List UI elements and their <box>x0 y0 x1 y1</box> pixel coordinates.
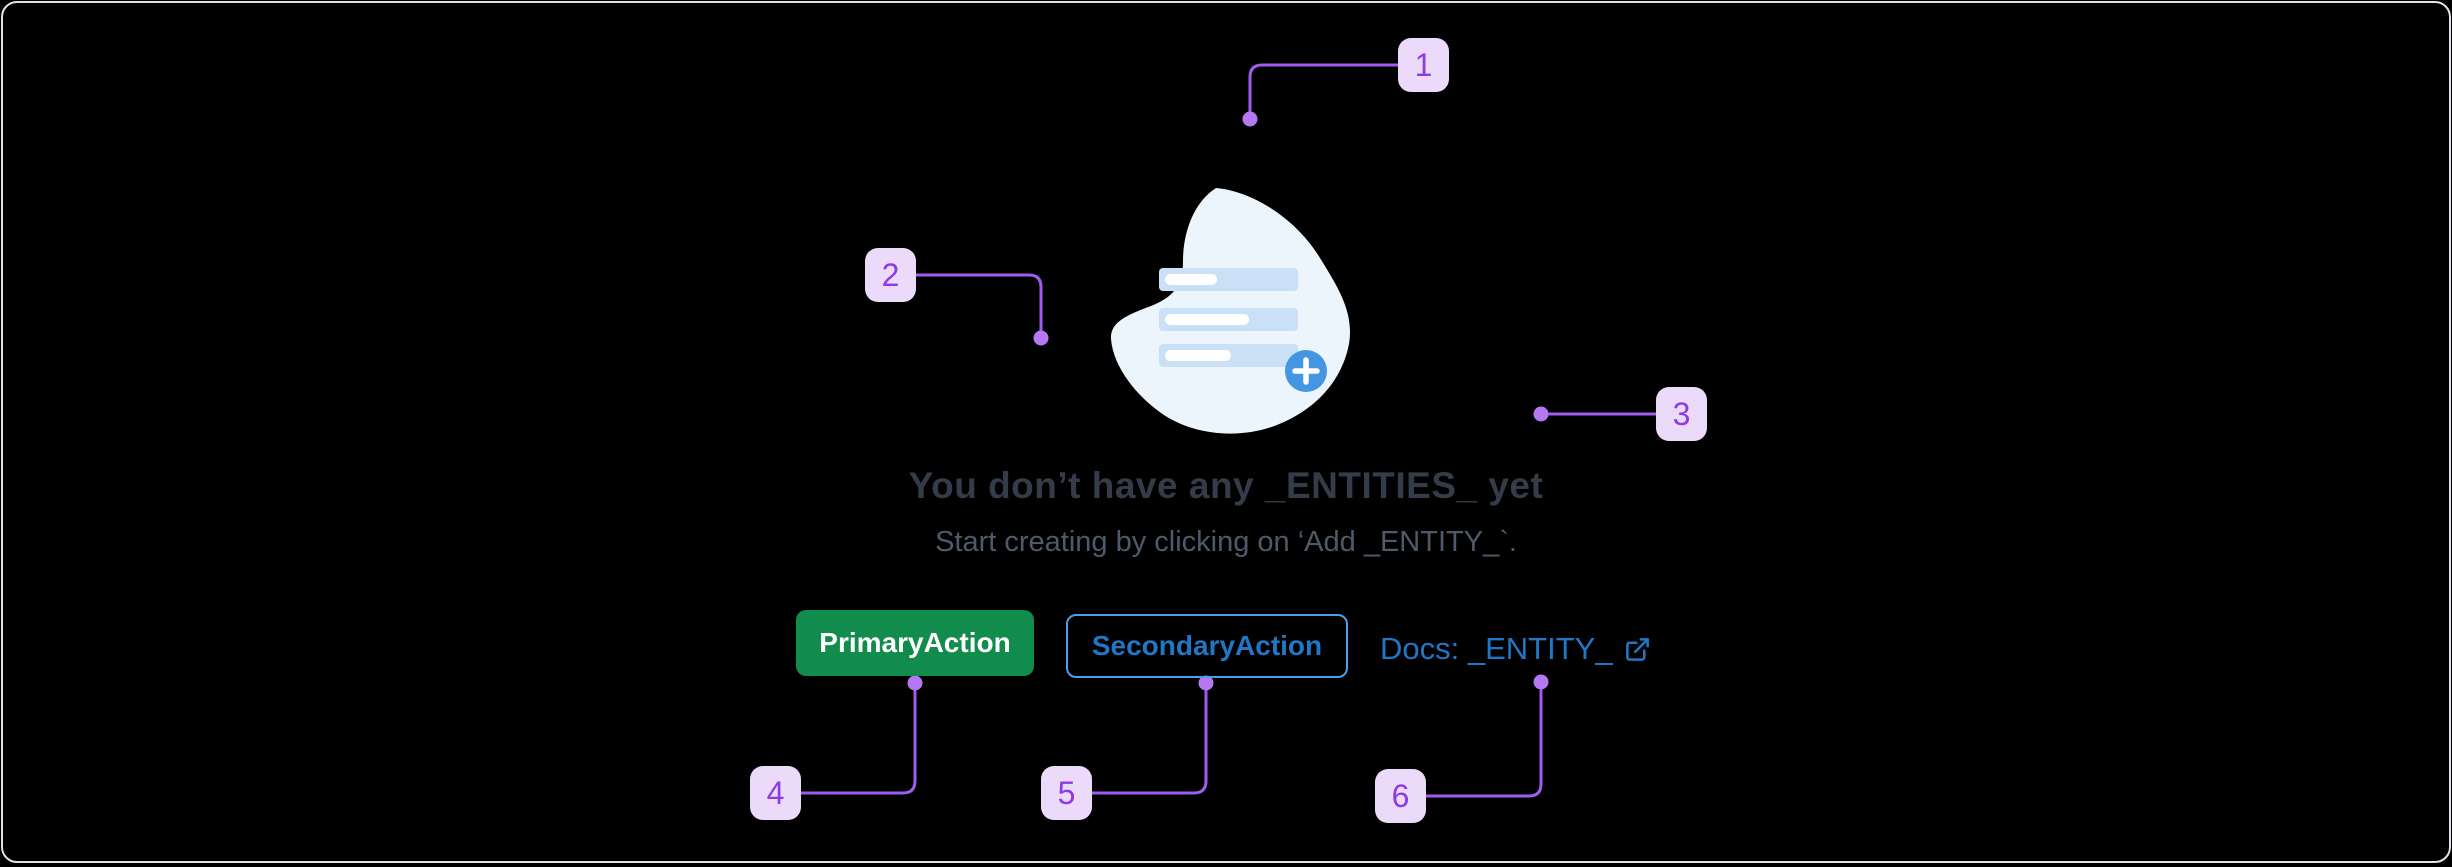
callout-badge-6: 6 <box>1375 769 1426 823</box>
callout-badge-3: 3 <box>1656 387 1707 441</box>
connector-dot-4 <box>907 675 923 691</box>
empty-state-subtitle: Start creating by clicking on ‘Add _ENTI… <box>935 526 1517 558</box>
connector-line-4 <box>799 689 917 795</box>
add-plus-icon <box>1285 350 1327 392</box>
list-row <box>1159 268 1298 291</box>
callout-badge-4: 4 <box>750 766 801 820</box>
empty-state-title: You don’t have any _ENTITIES_ yet <box>908 465 1544 506</box>
connector-dot-1 <box>1242 111 1258 127</box>
primary-action-button[interactable]: PrimaryAction <box>796 610 1034 676</box>
connector-line-6 <box>1424 688 1543 798</box>
list-rows <box>1159 268 1298 367</box>
secondary-action-button[interactable]: SecondaryAction <box>1066 614 1348 678</box>
list-row-pill <box>1165 274 1217 285</box>
external-link-icon <box>1625 637 1649 661</box>
connector-dot-6 <box>1533 674 1549 690</box>
docs-link[interactable]: Docs: _ENTITY_ <box>1380 627 1651 671</box>
docs-link-label: Docs: _ENTITY_ <box>1380 631 1613 666</box>
connector-dot-2 <box>1033 330 1049 346</box>
callout-badge-1: 1 <box>1398 38 1449 92</box>
empty-state-illustration <box>1110 188 1351 434</box>
list-row-pill <box>1165 350 1231 361</box>
connector-line-2 <box>914 273 1043 333</box>
callout-badge-5: 5 <box>1041 766 1092 820</box>
callout-badge-2: 2 <box>865 248 916 302</box>
connector-line-1 <box>1248 63 1400 114</box>
connector-line-5 <box>1090 689 1208 795</box>
connector-dot-3 <box>1533 406 1549 422</box>
list-row-pill <box>1165 314 1249 325</box>
